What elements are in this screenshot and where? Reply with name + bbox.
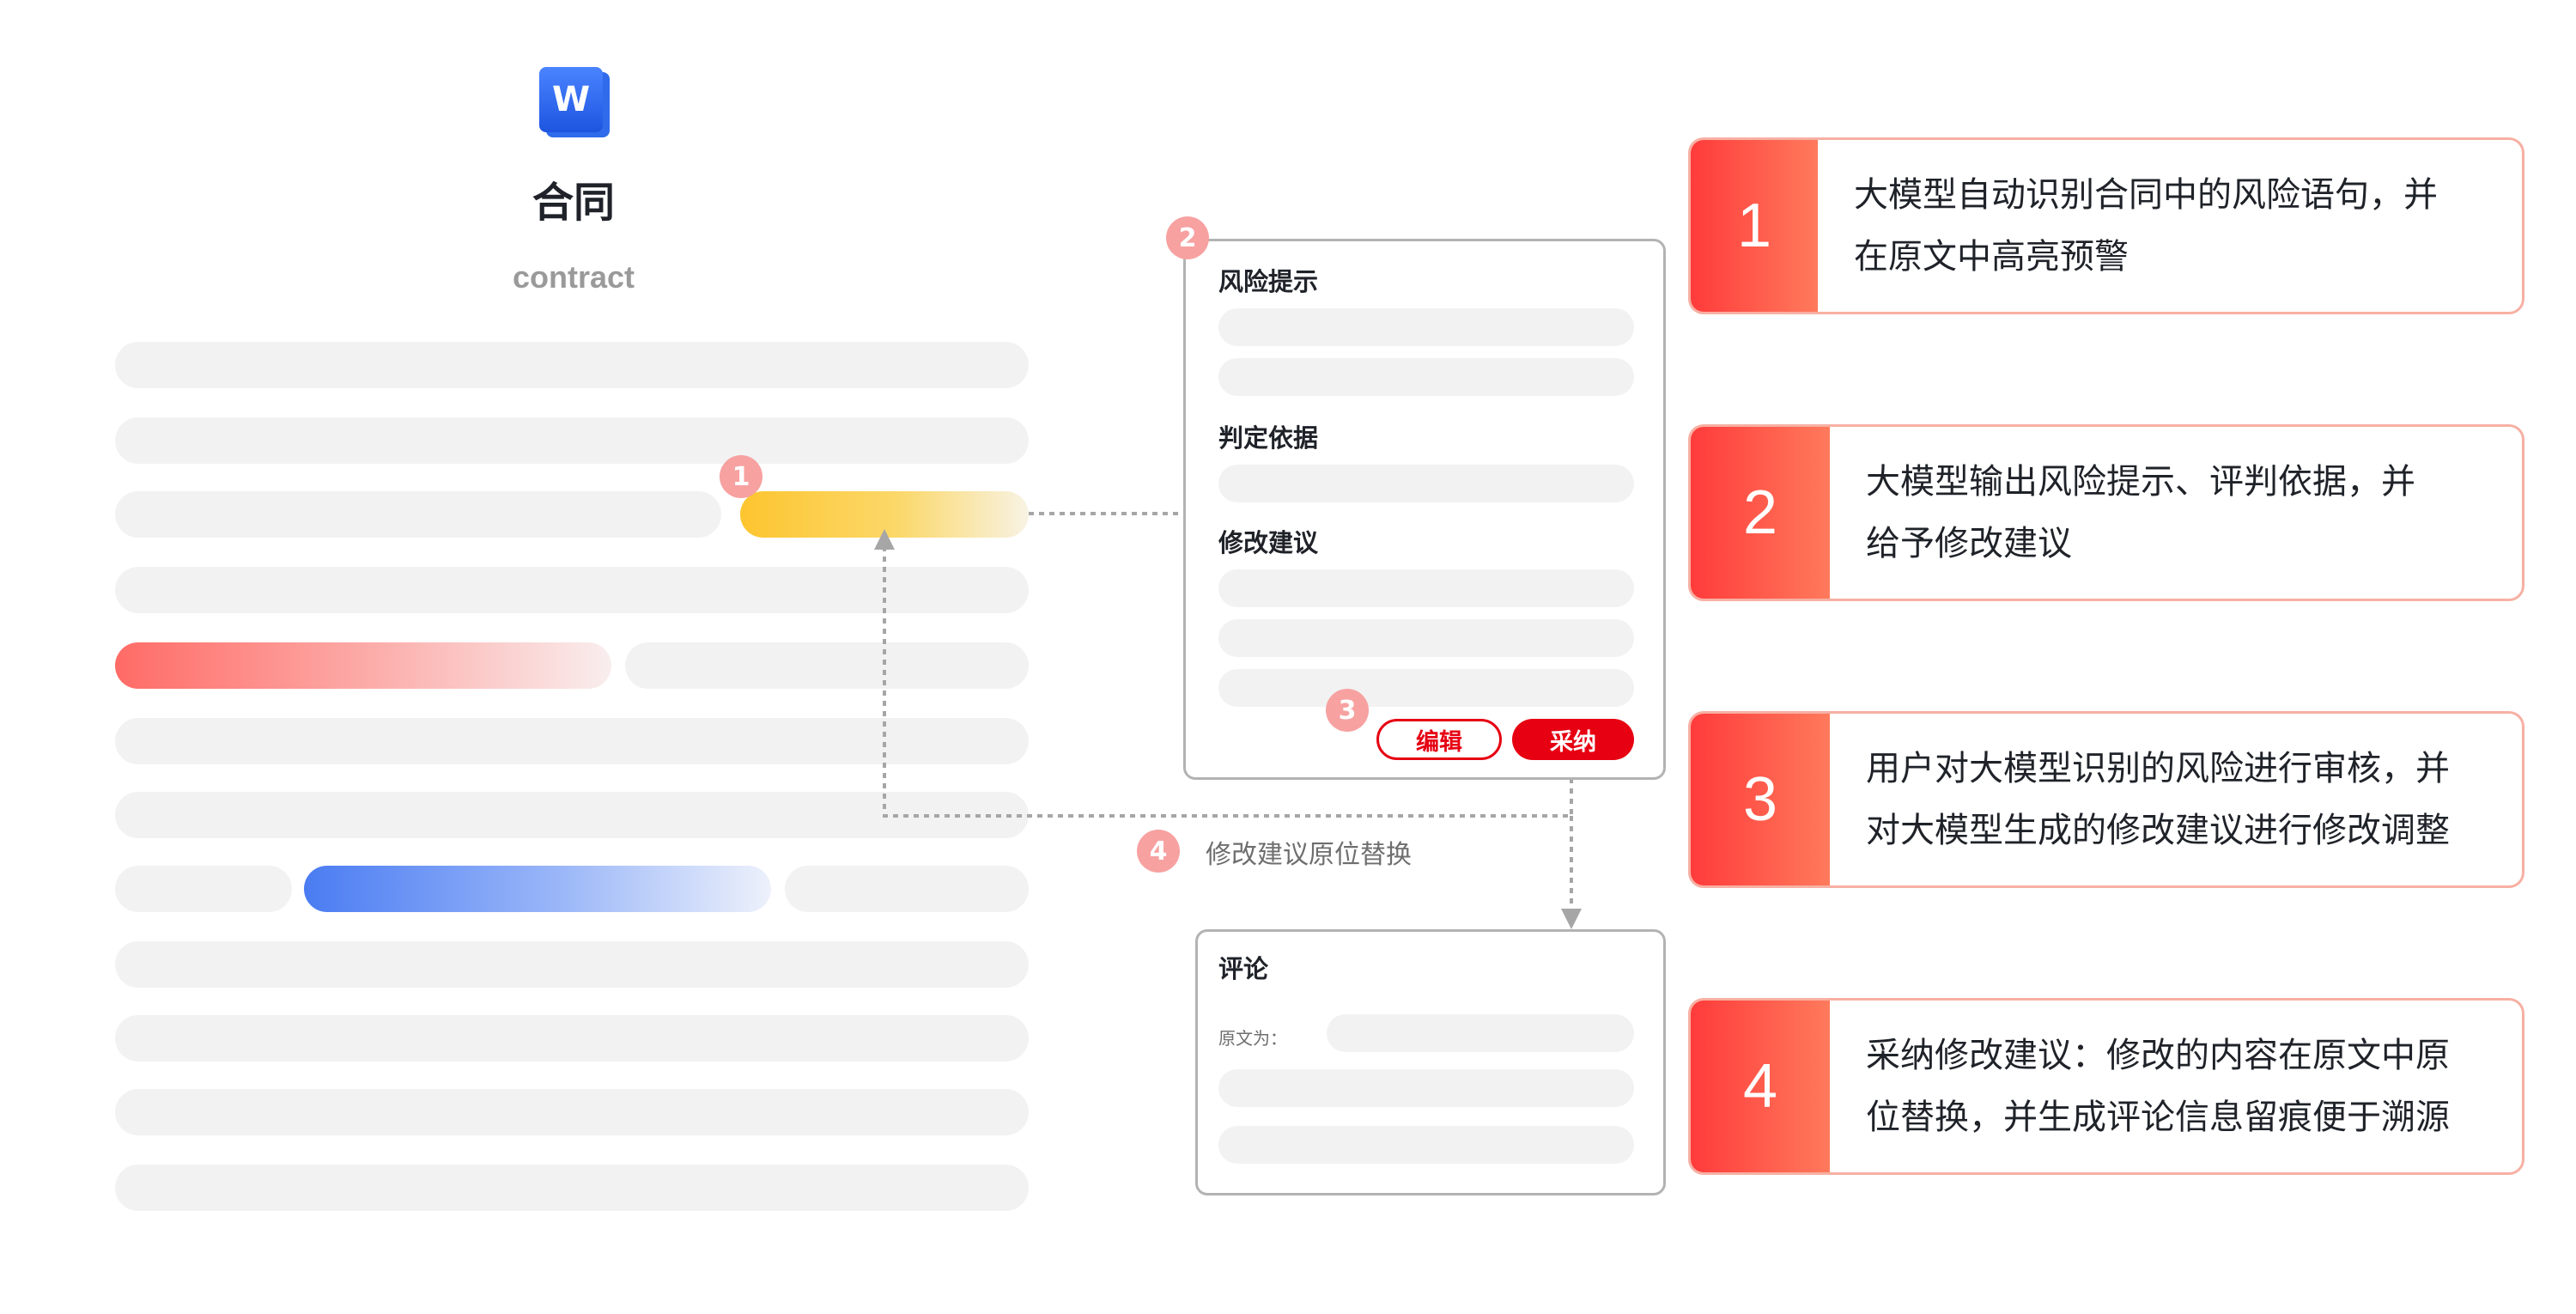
risk-hint-line bbox=[1218, 358, 1634, 396]
document-line bbox=[115, 491, 721, 538]
comment-line bbox=[1218, 1069, 1634, 1107]
step-card-number: 3 bbox=[1691, 714, 1830, 885]
step-badge-2: 2 bbox=[1166, 216, 1209, 259]
word-icon: W bbox=[539, 67, 610, 137]
step-card-line: 对大模型生成的修改建议进行修改调整 bbox=[1866, 811, 2450, 850]
risk-hint-label: 风险提示 bbox=[1218, 267, 1319, 296]
original-text-label: 原文为： bbox=[1218, 1028, 1287, 1049]
arrow-replace-back bbox=[883, 550, 1573, 818]
edit-button[interactable]: 编辑 bbox=[1376, 719, 1502, 760]
step-card-number: 2 bbox=[1691, 427, 1830, 599]
document-line bbox=[115, 718, 1029, 764]
arrowhead-down bbox=[1561, 909, 1582, 929]
document-line bbox=[115, 1089, 1029, 1135]
suggestion-line bbox=[1218, 619, 1634, 657]
step-card-number: 4 bbox=[1691, 1001, 1830, 1172]
document-line bbox=[115, 1165, 1029, 1211]
risk-highlight-blue[interactable] bbox=[304, 866, 771, 912]
document-line bbox=[115, 567, 1029, 613]
step-badge-3: 3 bbox=[1326, 689, 1369, 732]
document-line bbox=[115, 417, 1029, 464]
step-card-text: 采纳修改建议：修改的内容在原文中原 位替换，并生成评论信息留痕便于溯源 bbox=[1830, 1001, 2522, 1172]
adopt-button[interactable]: 采纳 bbox=[1512, 719, 1634, 760]
step-card-line: 采纳修改建议：修改的内容在原文中原 bbox=[1866, 1036, 2450, 1075]
document-line bbox=[115, 792, 1029, 838]
step-card-text: 大模型自动识别合同中的风险语句，并 在原文中高亮预警 bbox=[1818, 140, 2522, 312]
risk-hint-line bbox=[1218, 308, 1634, 346]
step-card-line: 大模型输出风险提示、评判依据，并 bbox=[1866, 462, 2415, 502]
risk-highlight-red[interactable] bbox=[115, 642, 611, 689]
arrowhead-up bbox=[874, 529, 895, 550]
step-card-1: 1 大模型自动识别合同中的风险语句，并 在原文中高亮预警 bbox=[1688, 137, 2524, 314]
document-line bbox=[115, 866, 292, 912]
step-card-2: 2 大模型输出风险提示、评判依据，并 给予修改建议 bbox=[1688, 424, 2524, 601]
document-line bbox=[115, 941, 1029, 988]
document-subtitle: contract bbox=[512, 259, 635, 295]
comment-line bbox=[1218, 1126, 1634, 1164]
word-icon-letter: W bbox=[539, 67, 603, 132]
step4-label: 修改建议原位替换 bbox=[1206, 840, 1412, 870]
step-card-3: 3 用户对大模型识别的风险进行审核，并 对大模型生成的修改建议进行修改调整 bbox=[1688, 711, 2524, 888]
comment-title: 评论 bbox=[1218, 954, 1269, 983]
step-card-text: 大模型输出风险提示、评判依据，并 给予修改建议 bbox=[1830, 427, 2522, 599]
document-title: 合同 bbox=[532, 179, 615, 227]
document-line bbox=[625, 642, 1029, 689]
suggestion-line bbox=[1218, 669, 1634, 707]
comment-panel: 评论 原文为： bbox=[1195, 929, 1666, 1195]
step-card-line: 用户对大模型识别的风险进行审核，并 bbox=[1866, 749, 2450, 788]
basis-label: 判定依据 bbox=[1218, 423, 1319, 453]
step-badge-1: 1 bbox=[720, 455, 762, 498]
document-line bbox=[115, 1015, 1029, 1062]
document-line bbox=[785, 866, 1029, 912]
step-card-4: 4 采纳修改建议：修改的内容在原文中原 位替换，并生成评论信息留痕便于溯源 bbox=[1688, 998, 2524, 1175]
step-badge-4: 4 bbox=[1137, 830, 1180, 873]
risk-panel: 风险提示 判定依据 修改建议 编辑 采纳 bbox=[1183, 239, 1666, 780]
step-card-line: 给予修改建议 bbox=[1866, 524, 2072, 563]
step-card-line: 位替换，并生成评论信息留痕便于溯源 bbox=[1866, 1098, 2450, 1137]
suggestion-line bbox=[1218, 569, 1634, 607]
step-card-line: 在原文中高亮预警 bbox=[1854, 237, 2129, 277]
step-card-number: 1 bbox=[1691, 140, 1818, 312]
original-text-line bbox=[1327, 1014, 1634, 1052]
suggestion-label: 修改建议 bbox=[1218, 528, 1319, 557]
step-card-line: 大模型自动识别合同中的风险语句，并 bbox=[1854, 175, 2438, 215]
document-line bbox=[115, 342, 1029, 388]
step-card-text: 用户对大模型识别的风险进行审核，并 对大模型生成的修改建议进行修改调整 bbox=[1830, 714, 2522, 885]
basis-line bbox=[1218, 465, 1634, 502]
